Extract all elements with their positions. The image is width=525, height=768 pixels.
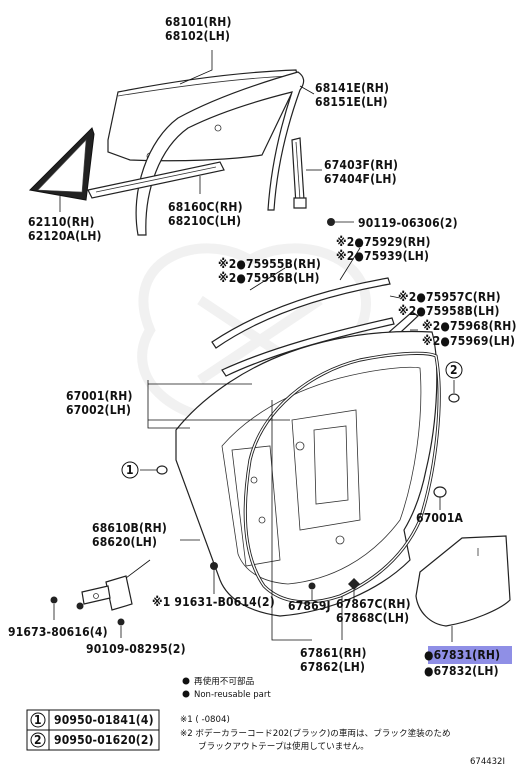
division-bar[interactable] (291, 137, 307, 209)
label-67869j: 67869J (288, 599, 331, 613)
label-90119: 90119-06306(2) (358, 216, 458, 230)
label-68151e: 68151E(LH) (315, 95, 388, 109)
legend-row-2-part: 90950-01620(2) (54, 733, 154, 747)
label-90109: 90109-08295(2) (86, 642, 186, 656)
footnotes: ※1 ( -0804) ※2 ボデーカラーコード202(ブラック)の車両は、ブラ… (180, 715, 451, 752)
label-91631: ※1 91631-B0614(2) (152, 595, 275, 609)
label-67861: 67861(RH) (300, 646, 367, 660)
label-68102: 68102(LH) (165, 29, 230, 43)
label-75958b: ※2●75958B(LH) (398, 304, 500, 318)
door-weatherstrip[interactable] (243, 351, 441, 604)
label-67001a: 67001A (416, 511, 464, 525)
label-67404f: 67404F(LH) (324, 172, 397, 186)
label-75929: ※2●75929(RH) (336, 235, 431, 249)
legend-row-1-part: 90950-01841(4) (54, 713, 154, 727)
hole-plug-2[interactable] (448, 380, 460, 403)
door-hinge[interactable] (81, 559, 151, 611)
note-2-line-1: ※2 ボデーカラーコード202(ブラック)の車両は、ブラック塗装のため (180, 727, 451, 739)
label-67001: 67001(RH) (66, 389, 133, 403)
label-68160c: 68160C(RH) (168, 200, 243, 214)
label-68101: 68101(RH) (165, 15, 232, 29)
label-75969: ※2●75969(LH) (422, 334, 515, 348)
legend-nonreusable: 再使用不可部品 Non-reusable part (182, 675, 271, 700)
label-67867c: 67867C(RH) (336, 597, 411, 611)
label-75955b: ※2●75955B(RH) (218, 257, 321, 271)
legend-row-2-num: 2 (34, 733, 42, 747)
clip-67867c[interactable] (348, 578, 360, 600)
bolt-91631[interactable] (210, 562, 218, 594)
blackout-tape-lower[interactable] (221, 317, 395, 377)
callout-circle-1-num: 1 (126, 463, 134, 477)
legend-nonreusable-jp: 再使用不可部品 (194, 675, 254, 687)
label-67831: ●67831(RH) (424, 648, 500, 662)
label-68141e: 68141E(RH) (315, 81, 389, 95)
bolt-91673[interactable] (50, 596, 84, 621)
label-68610b: 68610B(RH) (92, 521, 167, 535)
legend-row-1-num: 1 (34, 713, 42, 727)
note-1: ※1 ( -0804) (180, 715, 230, 725)
label-67403f: 67403F(RH) (324, 158, 398, 172)
quarter-window-glass[interactable] (28, 127, 95, 201)
bolt-90109[interactable] (117, 618, 125, 639)
callout-circle-2-num: 2 (450, 363, 458, 377)
label-67832: ●67832(LH) (424, 664, 499, 678)
belt-moulding[interactable] (87, 161, 225, 199)
glass-run-channel[interactable] (135, 71, 305, 236)
label-68210c: 68210C(LH) (168, 214, 241, 228)
diagram-id: 674432I (470, 757, 505, 767)
screw-90119[interactable] (327, 218, 354, 226)
callouts: 68101(RH) 68102(LH) 68141E(RH) 68151E(LH… (8, 15, 517, 678)
label-67862: 67862(LH) (300, 660, 365, 674)
clip-67869j[interactable] (308, 582, 316, 601)
label-75968: ※2●75968(RH) (422, 319, 517, 333)
label-75957c: ※2●75957C(RH) (398, 290, 501, 304)
front-door-panel[interactable] (175, 330, 438, 617)
callout-circle-1 (121, 461, 139, 479)
label-91673: 91673-80616(4) (8, 625, 108, 639)
label-67002: 67002(LH) (66, 403, 131, 417)
highlight-67831 (428, 646, 512, 664)
service-hole-cover[interactable] (415, 535, 511, 642)
legend-table: 1 90950-01841(4) 2 90950-01620(2) (26, 709, 160, 751)
callout-circle-2 (445, 361, 463, 379)
leader-lines (59, 50, 418, 641)
note-2-line-2: ブラックアウトテープは使用していません。 (198, 740, 369, 752)
label-62120a: 62120A(LH) (28, 229, 102, 243)
label-67868c: 67868C(LH) (336, 611, 409, 625)
hole-plug-1[interactable] (140, 465, 168, 475)
label-62110: 62110(RH) (28, 215, 95, 229)
blackout-tape-upper[interactable] (211, 277, 391, 349)
clip-67001a[interactable] (433, 486, 447, 510)
label-75956b: ※2●75956B(LH) (218, 271, 320, 285)
label-68620: 68620(LH) (92, 535, 157, 549)
legend-nonreusable-en: Non-reusable part (194, 690, 271, 700)
label-75939: ※2●75939(LH) (336, 249, 429, 263)
